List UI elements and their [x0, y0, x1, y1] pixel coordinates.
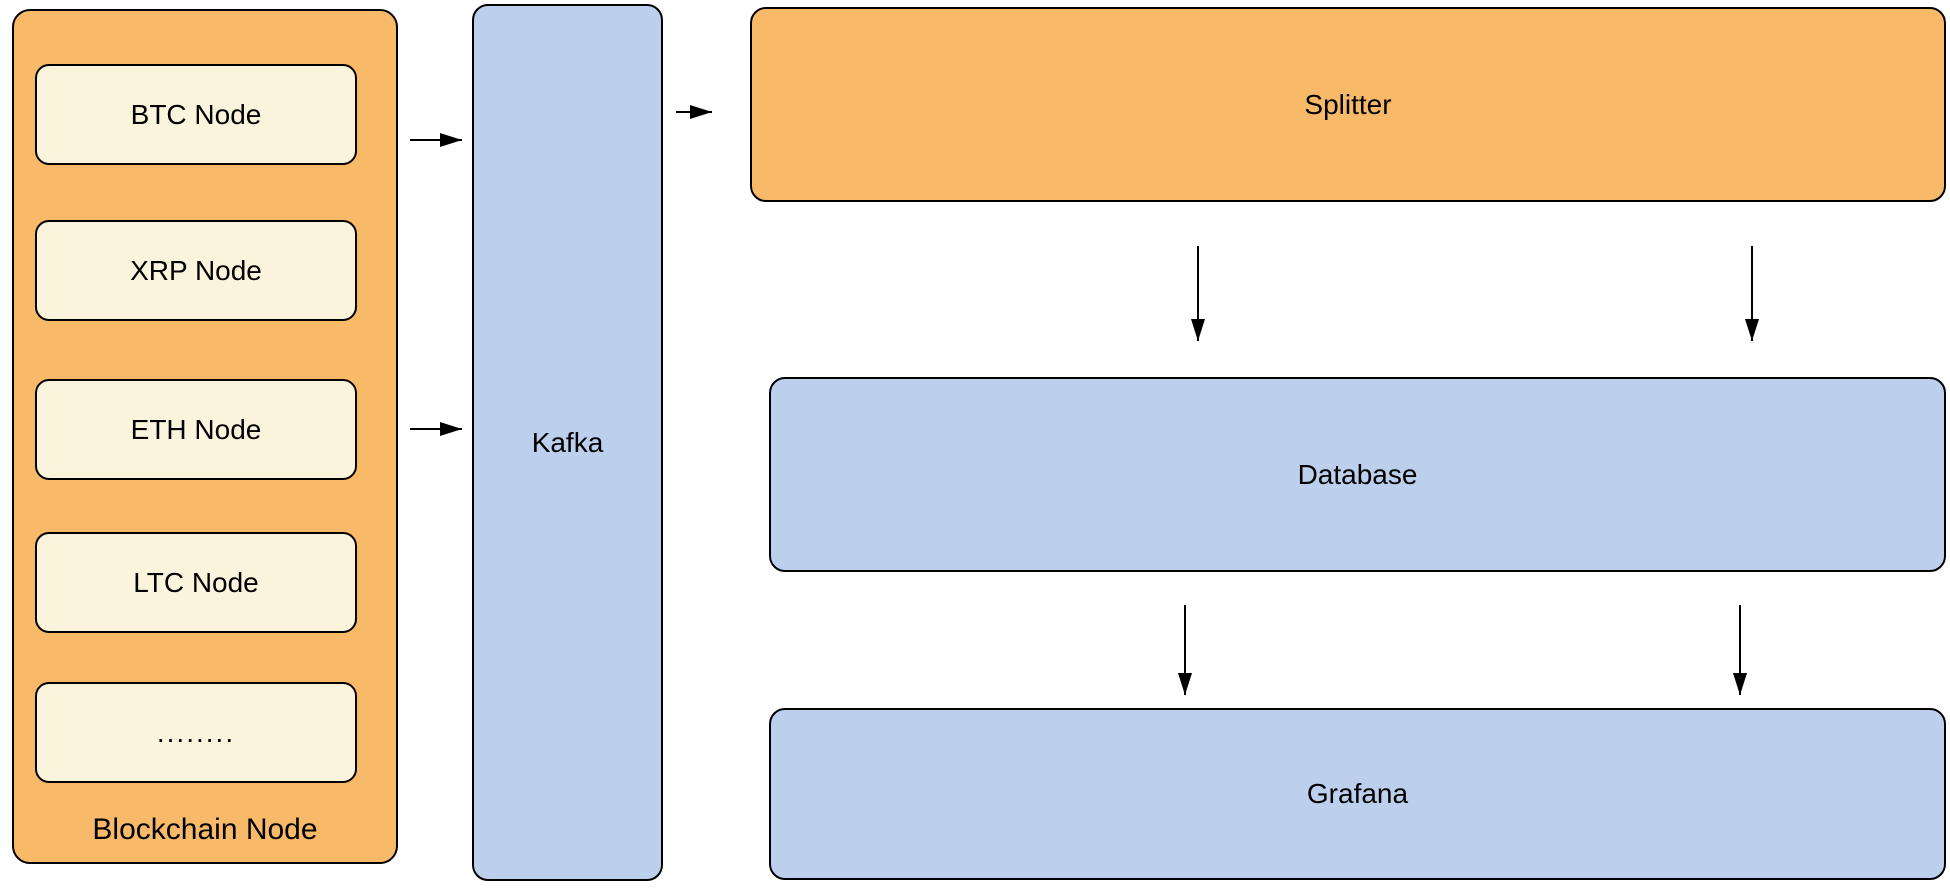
kafka-label: Kafka — [531, 426, 604, 458]
grafana-box: Grafana — [769, 708, 1946, 880]
database-label: Database — [1297, 458, 1418, 490]
kafka-box: Kafka — [472, 4, 663, 881]
splitter-label: Splitter — [1304, 88, 1392, 120]
eth-node-label: ETH Node — [130, 413, 262, 445]
more-nodes-label: ........ — [156, 716, 236, 748]
database-box: Database — [769, 377, 1946, 572]
xrp-node-label: XRP Node — [130, 254, 262, 286]
splitter-box: Splitter — [750, 7, 1946, 202]
ltc-node-box: LTC Node — [35, 532, 357, 633]
blockchain-node-container: BTC Node XRP Node ETH Node LTC Node ....… — [12, 9, 398, 864]
more-nodes-box: ........ — [35, 682, 357, 783]
xrp-node-box: XRP Node — [35, 220, 357, 321]
btc-node-box: BTC Node — [35, 64, 357, 165]
eth-node-box: ETH Node — [35, 379, 357, 480]
blockchain-container-label: Blockchain Node — [92, 813, 318, 846]
ltc-node-label: LTC Node — [133, 566, 259, 598]
grafana-label: Grafana — [1306, 778, 1409, 810]
btc-node-label: BTC Node — [130, 98, 262, 130]
